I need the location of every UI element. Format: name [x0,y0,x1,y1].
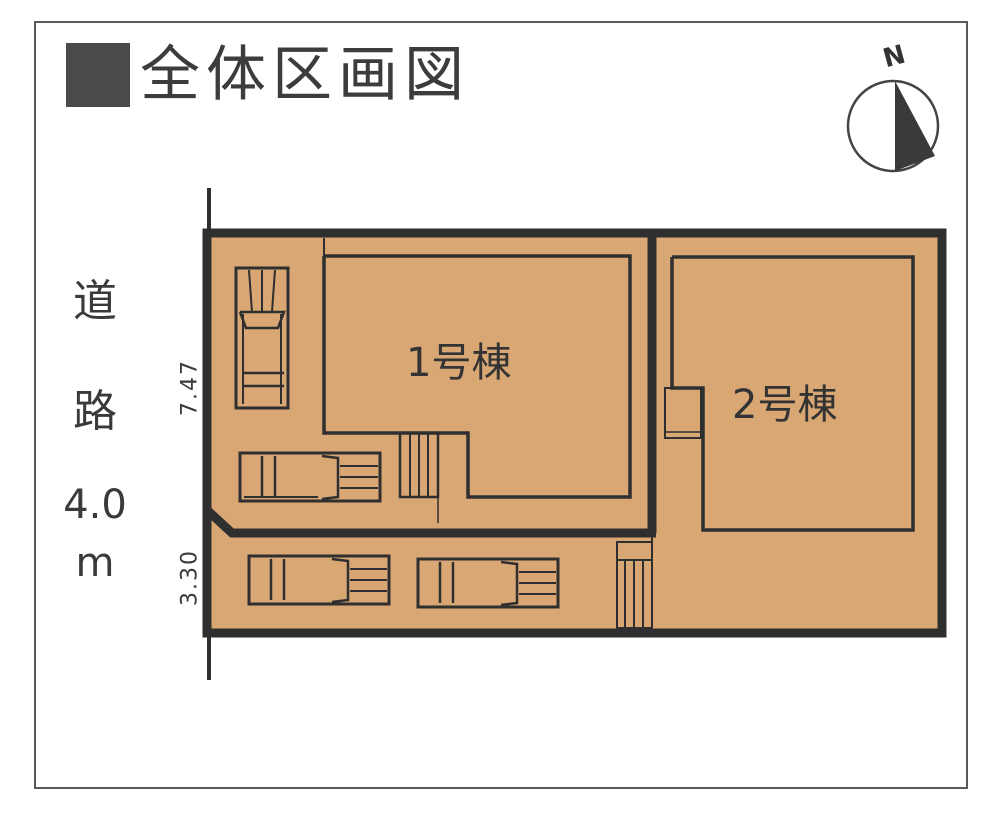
parking-space-3-car-icon [247,554,391,606]
road-width: 4.0 [63,482,127,528]
page-title: 全体区画図 [66,40,470,110]
building-1-label: 1号棟 [406,340,512,386]
road-width-unit: m [75,540,115,586]
title-square-icon [66,43,130,107]
road-label: 道 路 4.0 m [55,276,135,586]
drawing-frame [34,21,968,789]
parking-space-4-car-icon [416,557,560,609]
building-2-label: 2号棟 [732,382,838,428]
title-text: 全体区画図 [140,40,470,110]
building-1-footprint [322,238,632,523]
parking-space-2-car-icon [238,451,382,503]
north-arrow-icon: N [846,40,940,173]
building-2-footprint [616,255,915,629]
road-char-2: 路 [73,386,117,437]
parking-space-1-car-icon [234,266,290,410]
road-char-1: 道 [73,276,117,327]
